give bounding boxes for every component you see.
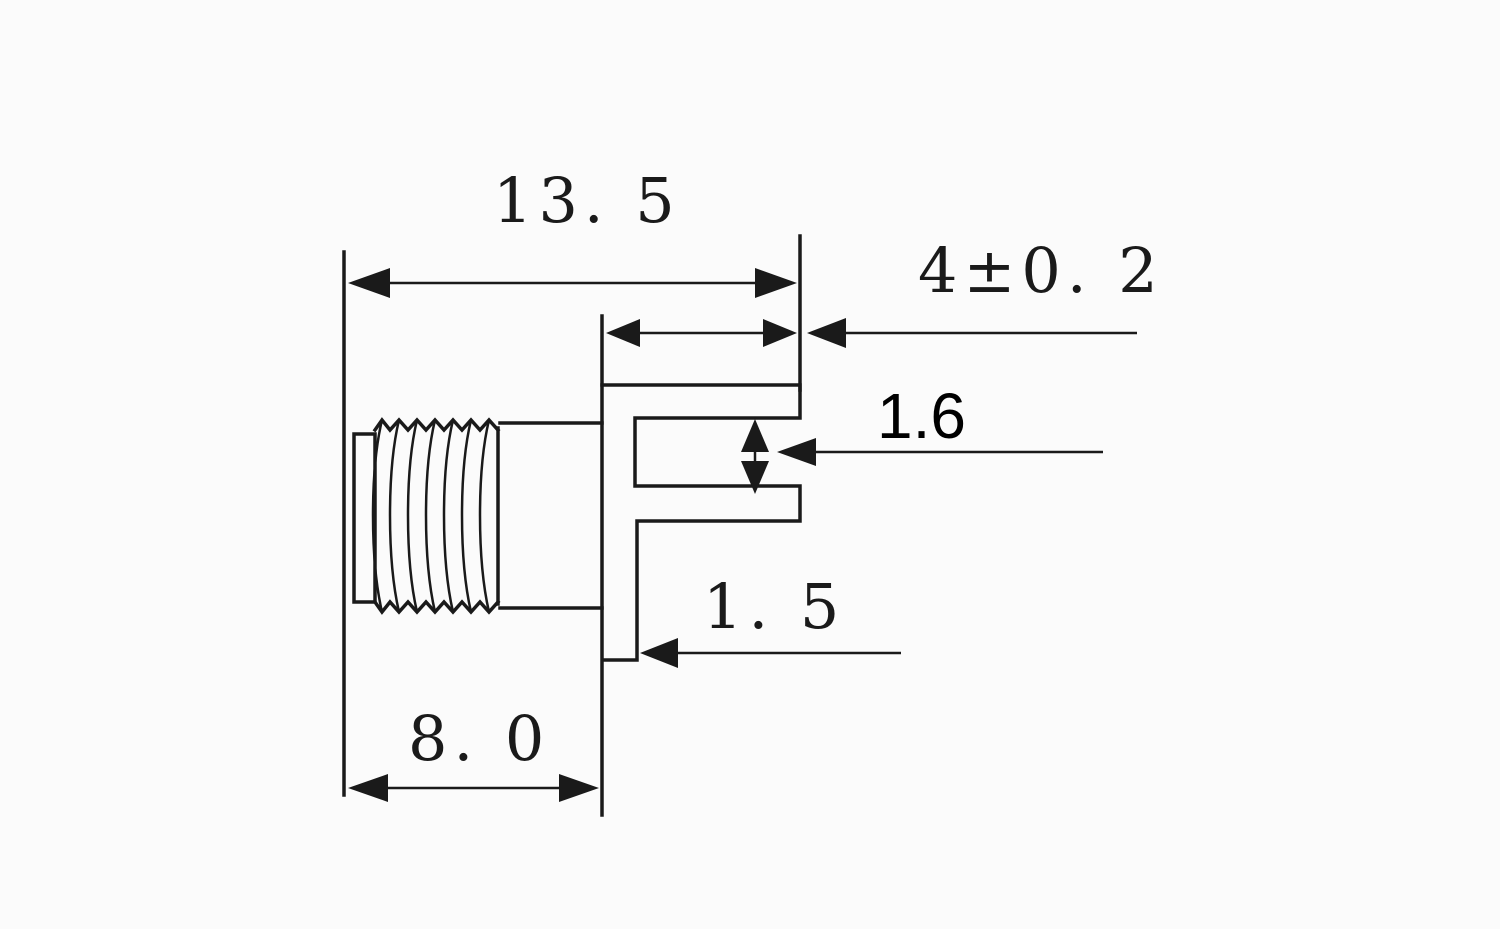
arrow-left <box>348 268 390 298</box>
arrow-pointer <box>777 438 816 466</box>
arrow-pointer <box>807 318 846 348</box>
arrow-left <box>606 319 640 347</box>
dimension-flange-thickness <box>640 638 901 668</box>
threaded-shaft <box>352 417 501 615</box>
dimension-head-width <box>606 318 1137 348</box>
arrow-right <box>559 774 599 802</box>
arrow-left <box>348 774 388 802</box>
dimension-slot-width <box>741 419 1103 494</box>
label-overall-length: 13. 5 <box>493 164 681 237</box>
label-flange-thickness: 1. 5 <box>703 570 845 643</box>
arrow-down <box>741 461 769 494</box>
dimension-overall-length <box>348 268 797 298</box>
dimension-thread-length <box>348 774 599 802</box>
arrow-right <box>763 319 797 347</box>
part-outline <box>498 383 802 662</box>
arrow-pointer <box>640 638 678 668</box>
arrow-up <box>741 419 769 452</box>
label-thread-length: 8. 0 <box>408 702 550 775</box>
label-head-width: 4±0. 2 <box>918 234 1164 307</box>
label-slot-width: 1.6 <box>877 380 966 452</box>
arrow-right <box>755 268 797 298</box>
